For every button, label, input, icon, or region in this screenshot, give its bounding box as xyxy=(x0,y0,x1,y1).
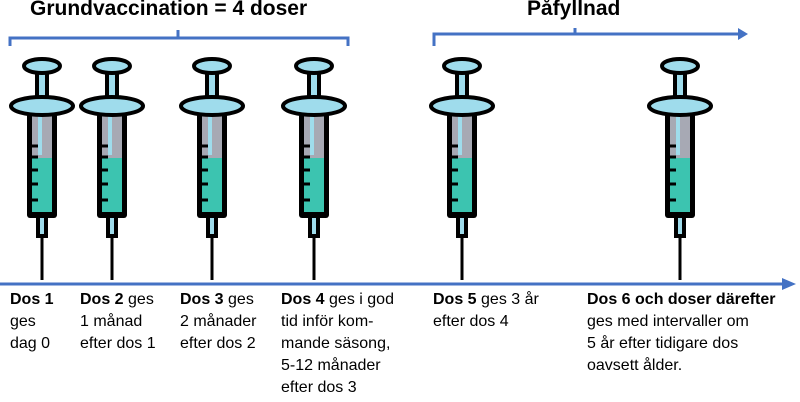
booster-bracket-arrow xyxy=(432,28,740,46)
dose-text-line: 2 månader xyxy=(180,313,257,330)
syringe-icon xyxy=(281,57,347,280)
dose-label: Dos 2 xyxy=(80,291,124,308)
dose-text-line: efter dos 2 xyxy=(180,335,256,352)
dose-text-line: tid inför kom- xyxy=(281,313,374,330)
dose-label-suffix: ges i god xyxy=(324,291,394,308)
dose-text-line: 5-12 månader xyxy=(281,357,381,374)
dose-text-line: dag 0 xyxy=(10,335,51,352)
syringe-icon xyxy=(429,57,495,280)
dose-description: Dos 3 ges 2 månader efter dos 2 xyxy=(180,289,257,355)
dose-label-suffix: ges 3 år xyxy=(476,291,539,308)
dose-label: Dos 5 xyxy=(433,291,477,308)
syringe-icon xyxy=(179,57,245,280)
dose-text-line: efter dos 4 xyxy=(433,313,509,330)
dose-text-line: oavsett ålder. xyxy=(587,357,683,374)
timeline-arrowhead xyxy=(782,278,796,290)
syringe-icon xyxy=(647,57,713,280)
dose-text-line: mande säsong, xyxy=(281,335,391,352)
dose-label-suffix: ges xyxy=(123,291,154,308)
dose-text-line: efter dos 1 xyxy=(80,335,156,352)
dose-label: Dos 3 xyxy=(180,291,224,308)
dose-description: Dos 5 ges 3 år efter dos 4 xyxy=(433,289,539,333)
dose-label: Dos 4 xyxy=(281,291,325,308)
dose-description: Dos 6 och doser därefter ges med interval… xyxy=(587,289,776,377)
syringe-icon xyxy=(9,57,75,280)
dose-text-line: 1 månad xyxy=(80,313,143,330)
dose-description: Dos 1 ges dag 0 xyxy=(10,289,54,355)
dose-text-line: ges xyxy=(10,313,36,330)
dose-description: Dos 4 ges i god tid inför kom-mande säson… xyxy=(281,289,394,399)
dose-label: Dos 6 och doser därefter xyxy=(587,291,776,308)
dose-text-line: efter dos 3 xyxy=(281,379,357,396)
dose-text-line: ges med intervaller om xyxy=(587,313,749,330)
syringe-icon xyxy=(79,57,145,280)
primary-header: Grundvaccination = 4 doser xyxy=(30,0,308,20)
dose-text-line: 5 år efter tidigare dos xyxy=(587,335,739,352)
booster-header: Påfyllnad xyxy=(527,0,621,20)
dose-label-suffix: ges xyxy=(223,291,254,308)
booster-arrowhead xyxy=(738,28,748,40)
dose-description: Dos 2 ges 1 månad efter dos 1 xyxy=(80,289,156,355)
dose-label: Dos 1 xyxy=(10,291,54,308)
primary-bracket xyxy=(8,30,350,46)
